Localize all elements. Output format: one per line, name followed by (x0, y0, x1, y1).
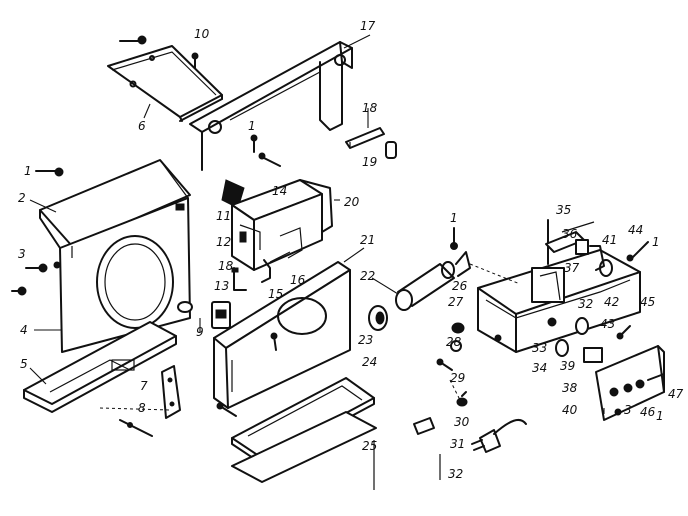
bracket-15 (261, 259, 271, 283)
callout-45: 45 (640, 295, 655, 309)
bracket-16 (231, 267, 247, 291)
callout-28: 28 (446, 335, 462, 349)
power-cord-32 (471, 418, 527, 453)
top-cover-plate (107, 45, 223, 122)
top-partition-frame (189, 41, 353, 171)
screw-top-left (119, 35, 147, 45)
callout-23: 23 (358, 333, 373, 347)
base-pan (23, 321, 177, 413)
leader-lines (29, 34, 605, 414)
callout-2: 2 (18, 191, 26, 205)
callout-30: 30 (454, 415, 470, 429)
callout-34: 34 (532, 361, 547, 375)
screw-left-1 (35, 167, 64, 177)
switch-38 (583, 347, 603, 363)
clip-26 (455, 251, 471, 277)
callout-25: 25 (362, 439, 377, 453)
callout-15: 15 (268, 287, 283, 301)
bracket-18 (345, 127, 385, 149)
grommet-30 (456, 391, 468, 407)
callout-40: 40 (562, 403, 578, 417)
callout-9: 9 (196, 325, 204, 339)
bracket-7 (161, 365, 181, 419)
callout-4: 4 (20, 323, 28, 337)
callout-27: 27 (448, 295, 464, 309)
callout-3-right: 3 (624, 403, 632, 417)
callout-1-mid: 1 (450, 211, 458, 225)
callout-3: 3 (18, 247, 26, 261)
callout-1-right: 1 (652, 235, 660, 249)
callout-1: 1 (24, 164, 32, 178)
callout-29: 29 (450, 371, 465, 385)
callout-47: 47 (668, 387, 684, 401)
callout-7: 7 (140, 379, 148, 393)
screw-1-mid (450, 227, 458, 250)
callout-20: 20 (344, 195, 360, 209)
callout-labels: 1 2 3 4 5 6 7 8 9 10 11 1 13 14 15 16 17… (18, 19, 684, 481)
callout-37: 37 (564, 261, 580, 275)
control-chassis (477, 241, 649, 353)
callout-14: 14 (272, 184, 287, 198)
callout-43: 43 (600, 317, 615, 331)
callout-46: 46 (640, 405, 656, 419)
screw-left-3 (11, 261, 61, 296)
callout-5: 5 (20, 357, 28, 371)
callout-18-left: 18 (218, 259, 234, 273)
pad-25 (231, 411, 377, 483)
switch-31 (413, 417, 435, 435)
knob-43 (575, 317, 589, 335)
capacitor-22 (395, 261, 455, 311)
callout-36: 36 (562, 227, 578, 241)
callout-32-right: 32 (578, 297, 593, 311)
screw-10 (191, 52, 199, 69)
callout-22: 22 (360, 269, 375, 283)
callout-16: 16 (290, 273, 306, 287)
callout-12-left: 12 (216, 235, 231, 249)
screw-12 (250, 134, 258, 153)
knob-33 (555, 339, 569, 357)
callout-6: 6 (138, 119, 146, 133)
callout-19: 19 (362, 155, 377, 169)
callout-32: 32 (448, 467, 463, 481)
shroud-20 (231, 179, 333, 271)
callout-17: 17 (360, 19, 376, 33)
callout-11: 11 (216, 209, 231, 223)
screw-14 (258, 152, 281, 167)
callout-1-panel: 1 (656, 409, 664, 423)
rod-8 (119, 419, 153, 437)
callout-10: 10 (194, 27, 210, 41)
motor-mount-13 (211, 301, 231, 329)
callout-44: 44 (628, 223, 643, 237)
clip-19 (385, 141, 397, 159)
cabinet-wrapper (39, 159, 191, 353)
callout-42: 42 (604, 295, 619, 309)
control-panel (595, 325, 665, 421)
alignment-lines (99, 263, 521, 490)
callout-12: 1 (248, 119, 256, 133)
callout-13: 13 (214, 279, 229, 293)
callout-21: 21 (360, 233, 375, 247)
callout-18: 18 (362, 101, 378, 115)
callout-41: 41 (602, 233, 617, 247)
switch-block (545, 219, 605, 271)
callout-35: 35 (556, 203, 571, 217)
callout-31: 31 (450, 437, 465, 451)
fastener-28 (450, 340, 462, 352)
callout-8: 8 (138, 401, 146, 415)
nut-27 (451, 322, 465, 334)
callout-33: 33 (532, 341, 547, 355)
callout-38: 38 (562, 381, 578, 395)
callout-39: 39 (560, 359, 575, 373)
fan-hub-23 (368, 305, 388, 331)
callout-26: 26 (452, 279, 468, 293)
orifice-panel-21 (213, 261, 351, 417)
screw-29 (436, 358, 453, 371)
callout-24: 24 (362, 355, 377, 369)
fastener-9 (177, 301, 193, 313)
